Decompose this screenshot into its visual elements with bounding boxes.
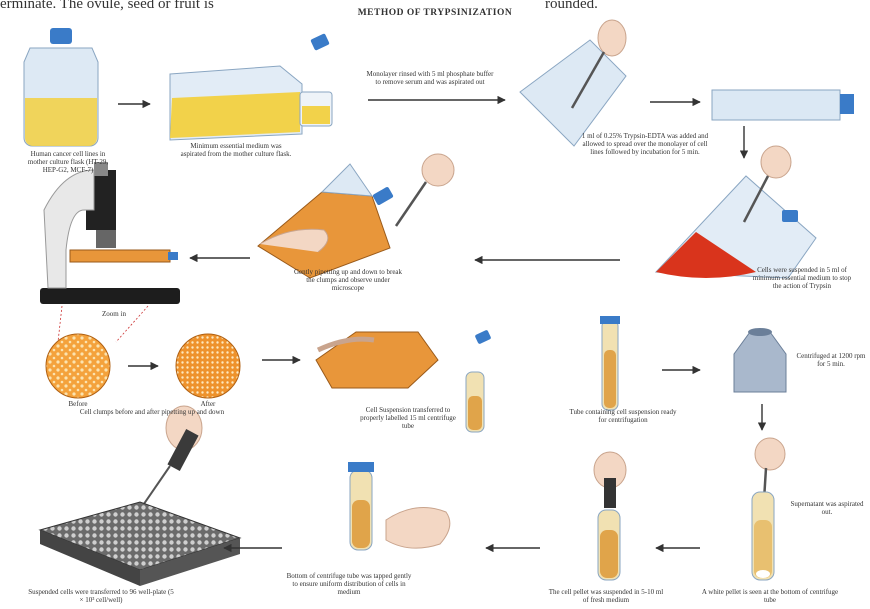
caption-step-10: Centrifuged at 1200 rpm for 5 min. xyxy=(796,352,866,368)
tilted-flask-pouring xyxy=(170,33,332,140)
tube-ready xyxy=(600,316,620,410)
resuspend-pellet xyxy=(594,452,626,580)
cells-after-circle xyxy=(176,334,240,398)
caption-step-4: 1 ml of 0.25% Trypsin-EDTA was added and… xyxy=(580,132,710,156)
caption-step-5: Cells were suspended in 5 ml of minimum … xyxy=(748,266,856,290)
flask-horizontal xyxy=(712,90,854,120)
caption-zoom-in: Zoom in xyxy=(84,310,144,318)
cells-before-circle xyxy=(46,334,110,398)
caption-step-13: The cell pellet was suspended in 5-10 ml… xyxy=(548,588,664,604)
mother-culture-flask xyxy=(24,28,98,146)
rinse-flask-pipette xyxy=(520,20,626,146)
caption-step-8: Cell Suspension transferred to properly … xyxy=(358,406,458,430)
caption-step-11: Supernatant was aspirated out. xyxy=(790,500,864,516)
96-well-plate xyxy=(40,502,240,586)
caption-step-14: Bottom of centrifuge tube was tapped gen… xyxy=(284,572,414,596)
caption-step-15: Suspended cells were transferred to 96 w… xyxy=(26,588,176,604)
caption-after: After xyxy=(178,400,238,408)
centrifuge xyxy=(734,328,786,392)
suspension-flask xyxy=(656,146,816,278)
caption-before: Before xyxy=(48,400,108,408)
pipetting-flask xyxy=(258,154,454,278)
caption-step-2: Minimum essential medium was aspirated f… xyxy=(180,142,292,158)
caption-step-6: Gently pipetting up and down to break th… xyxy=(292,268,404,292)
caption-step-9: Tube containing cell suspension ready fo… xyxy=(568,408,678,424)
caption-step-12: A white pellet is seen at the bottom of … xyxy=(700,588,840,604)
microscope xyxy=(40,162,180,304)
caption-step-1: Human cancer cell lines in mother cultur… xyxy=(22,150,114,174)
tap-tube xyxy=(348,462,450,550)
caption-step-3: Monolayer rinsed with 5 ml phosphate buf… xyxy=(365,70,495,86)
caption-step-7: Cell clumps before and after pipetting u… xyxy=(22,408,282,416)
supernatant-tube xyxy=(752,438,785,580)
